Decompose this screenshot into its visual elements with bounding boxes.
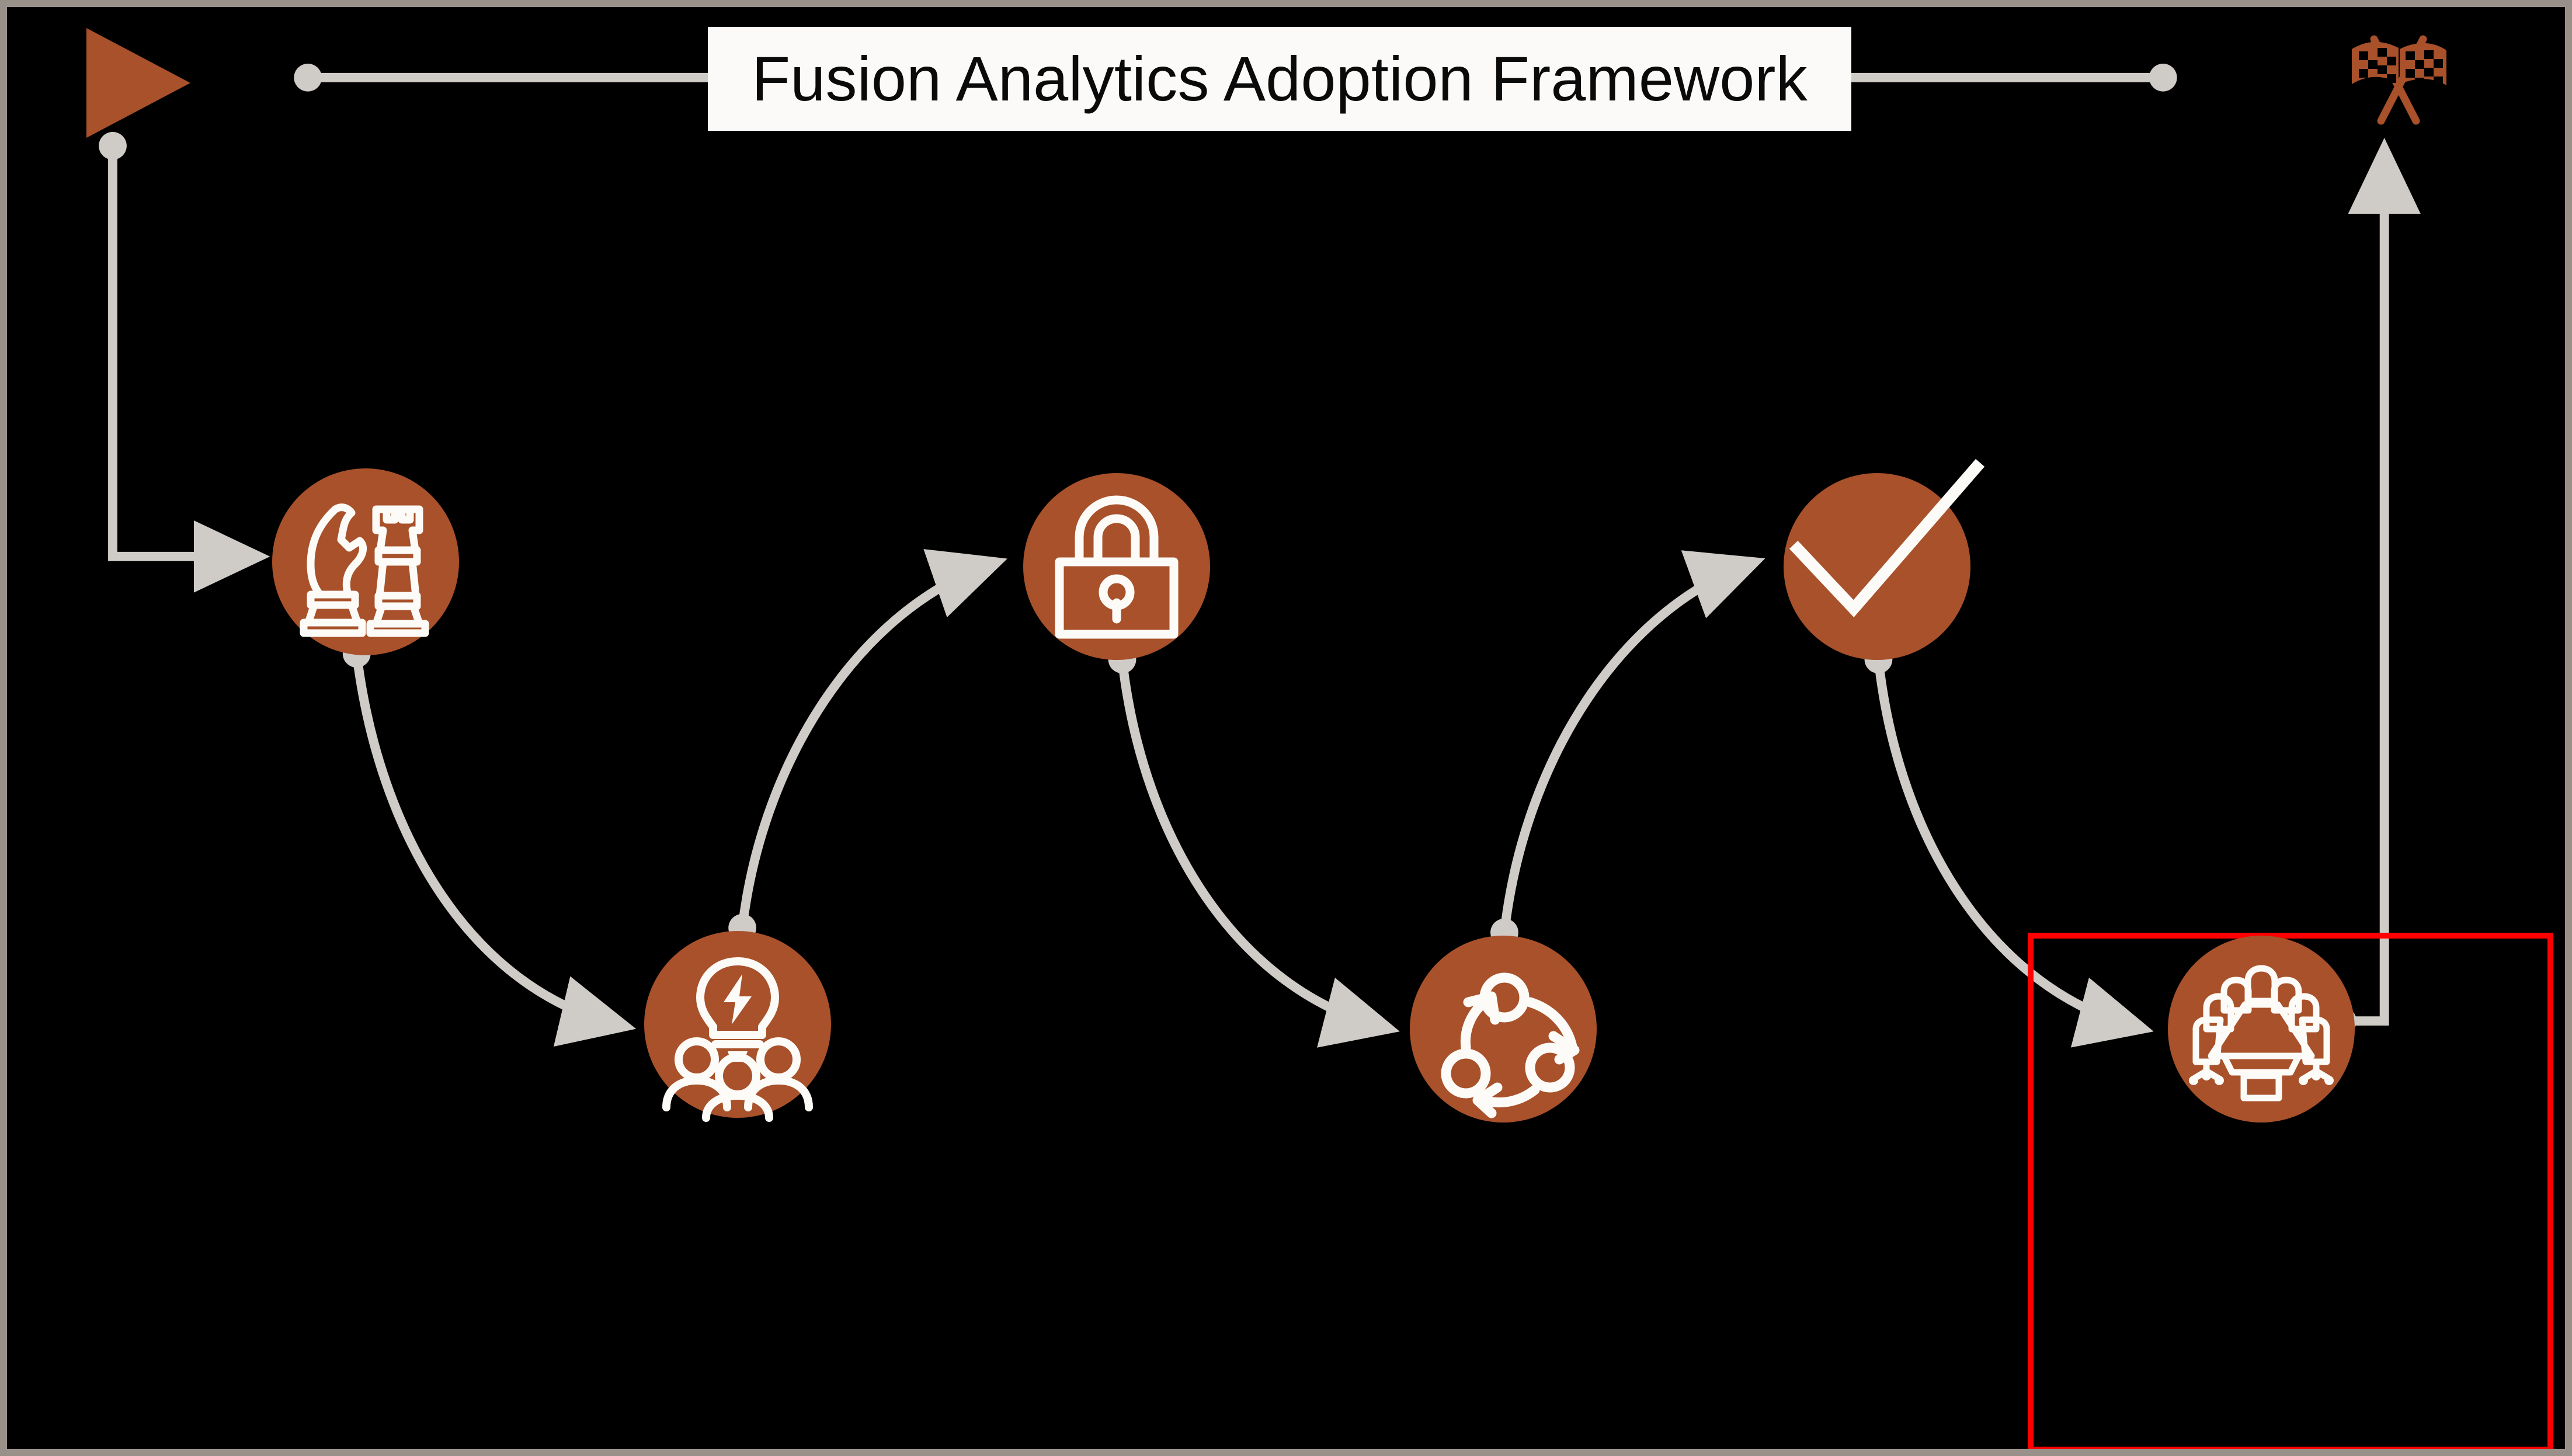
checkmark-icon (1789, 458, 1985, 617)
node-validation[interactable] (1784, 458, 1985, 660)
connector-adoption-to-finish (2328, 138, 2421, 1035)
connector-strategy-to-enablement (342, 640, 637, 1047)
finish-checkered-flags-icon[interactable] (2328, 25, 2469, 135)
chess-pieces-icon (300, 503, 429, 637)
cycle-arrows-icon (1441, 972, 1580, 1118)
selection-highlight-box[interactable] (2028, 933, 2553, 1449)
diagram-background (7, 7, 2565, 1449)
connector-enablement-to-governance (728, 549, 1007, 942)
title-spine-dot-left (294, 64, 322, 92)
connector-iteration-to-validation (1490, 550, 1765, 947)
node-enablement[interactable] (644, 931, 831, 1122)
diagram-title-box: Fusion Analytics Adoption Framework (708, 27, 1851, 131)
page-title: Fusion Analytics Adoption Framework (752, 43, 1808, 114)
node-adoption[interactable] (2168, 936, 2355, 1123)
connector-start-to-strategy (99, 131, 270, 593)
title-spine-dot-right (2149, 64, 2177, 92)
connector-layer (99, 64, 2421, 1048)
node-governance[interactable] (1023, 473, 1210, 660)
node-iteration[interactable] (1410, 936, 1597, 1123)
conference-table-icon (2189, 965, 2334, 1101)
connector-governance-to-iteration (1108, 645, 1400, 1048)
lightbulb-team-icon (662, 957, 813, 1122)
node-strategy[interactable] (272, 468, 459, 655)
start-play-triangle-icon[interactable] (83, 25, 194, 141)
padlock-icon (1055, 495, 1179, 639)
